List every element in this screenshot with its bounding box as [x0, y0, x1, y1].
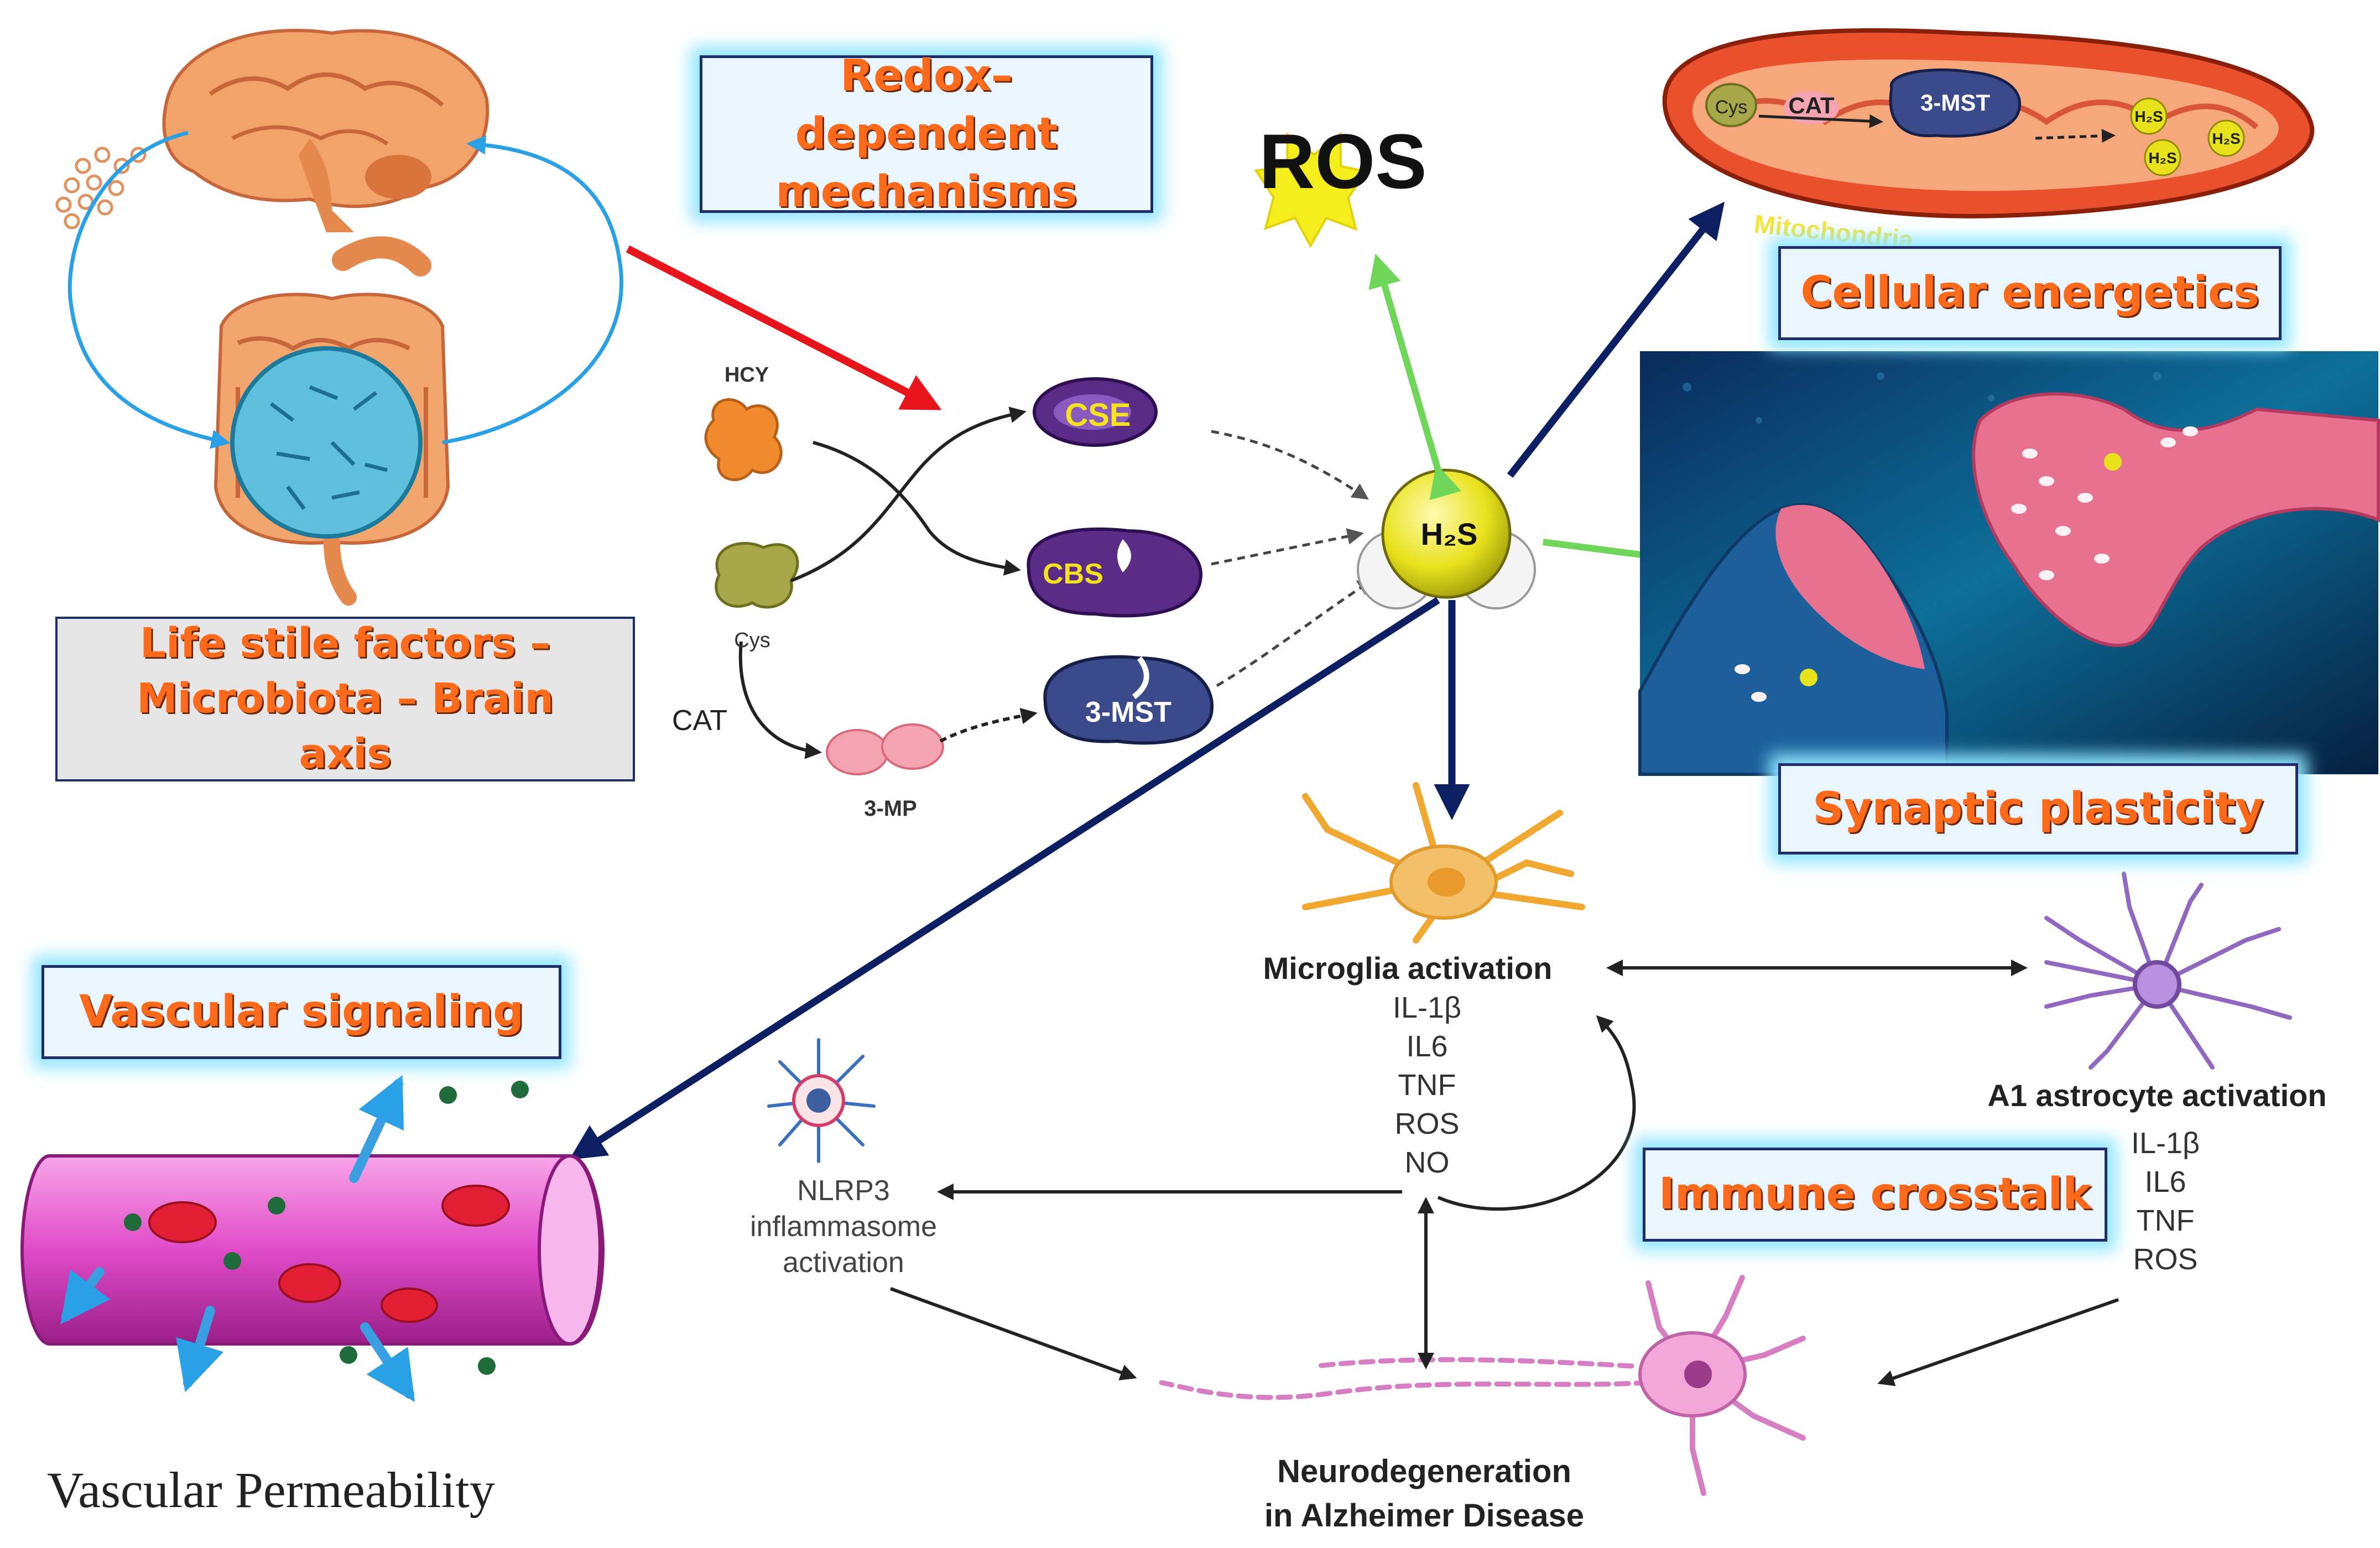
mito-h2s-label: H₂S — [2212, 130, 2240, 147]
microglia-title: Microglia activation — [1263, 951, 1553, 986]
mst-enzyme — [1043, 655, 1214, 745]
vascular-label: Vascular signaling — [79, 987, 524, 1037]
navy-arrow-mitochondria — [1507, 201, 1725, 478]
mito-cat-label: CAT — [1788, 92, 1835, 118]
astrocyte-marker: TNF — [2137, 1204, 2195, 1237]
astrocyte-marker: IL-1β — [2131, 1127, 2200, 1160]
h2s-label: H₂S — [1421, 517, 1478, 551]
neuro-line: in Alzheimer Disease — [1264, 1498, 1584, 1534]
redox-label: Redox–dependent mechanisms — [775, 50, 1077, 217]
mito-h2s-label: H₂S — [2134, 108, 2163, 125]
ros-burst — [1254, 132, 1368, 248]
cbs-label: CBS — [1043, 558, 1103, 590]
enzyme-to-h2s-dashed — [1211, 430, 1375, 687]
neuro-line: Neurodegeneration — [1277, 1453, 1571, 1489]
cse-label: CSE — [1065, 397, 1131, 433]
ros-burst-label: ROS — [1259, 118, 1426, 205]
mp-molecule — [826, 723, 944, 775]
vascular-permeability-label: Vascular Permeability — [47, 1462, 495, 1518]
microglia-marker: TNF — [1398, 1069, 1456, 1102]
microglia-marker: IL-1β — [1393, 991, 1461, 1024]
nlrp3-illustration — [767, 1038, 876, 1163]
synaptic-label-box: Synaptic plasticity — [1778, 763, 2298, 854]
lifestyle-label-box: Life stile factors – Microbiota – Brain … — [55, 617, 635, 781]
mito-mst-label: 3-MST — [1920, 90, 1990, 116]
h2s-molecule — [1357, 468, 1536, 609]
astrocyte-title: A1 astrocyte activation — [1987, 1078, 2326, 1113]
cys-molecule — [715, 541, 799, 609]
gut-illustration — [213, 236, 450, 606]
mito-cys-label: Cys — [1715, 97, 1748, 118]
synapse-illustration — [1638, 351, 2380, 776]
mito-h2s-label: H₂S — [2148, 149, 2176, 166]
green-arrow-ros — [1368, 253, 1462, 501]
cys-label: Cys — [734, 629, 770, 652]
hcy-label: HCY — [725, 363, 769, 387]
synaptic-label: Synaptic plasticity — [1813, 783, 2264, 833]
cat-label: CAT — [672, 705, 727, 737]
microglia-marker: IL6 — [1406, 1030, 1447, 1063]
microglia-marker: NO — [1405, 1146, 1450, 1179]
cellular-label-box: Cellular energetics — [1778, 246, 2282, 340]
immune-label-box: Immune crosstalk — [1643, 1148, 2107, 1242]
astrocyte-cell — [2044, 872, 2292, 1070]
vessel-illustration — [20, 1075, 605, 1402]
red-arrow-lifestyle-to-pathway — [626, 245, 942, 410]
cellular-label: Cellular energetics — [1800, 268, 2259, 318]
cbs-enzyme — [1027, 527, 1203, 618]
lifestyle-label: Life stile factors – Microbiota – Brain … — [136, 619, 554, 778]
nlrp3-line: NLRP3 — [797, 1175, 890, 1207]
hcy-molecule — [704, 398, 783, 481]
neuron-illustration — [1159, 1275, 1806, 1496]
mitochondria-illustration — [1662, 28, 2315, 218]
mp-label: 3-MP — [864, 796, 917, 821]
microglia-cell — [1302, 782, 1585, 944]
nlrp3-line: inflammasome — [750, 1211, 937, 1243]
brain-illustration — [162, 29, 489, 232]
inflammation-arrows — [889, 960, 2119, 1387]
redox-label-box: Redox–dependent mechanisms — [700, 51, 1153, 217]
cse-enzyme — [1033, 377, 1158, 447]
astrocyte-marker: ROS — [2133, 1243, 2197, 1276]
nlrp3-line: activation — [783, 1247, 904, 1279]
immune-label: Immune crosstalk — [1658, 1169, 2092, 1219]
particle-dots — [55, 147, 147, 230]
gut-brain-loop — [67, 131, 623, 449]
vascular-label-box: Vascular signaling — [41, 965, 561, 1059]
navy-arrow-vascular — [569, 597, 1440, 1160]
microglia-marker: ROS — [1394, 1107, 1459, 1140]
astrocyte-marker: IL6 — [2144, 1165, 2186, 1198]
pathway-arrows — [738, 406, 1038, 759]
mst-label: 3-MST — [1085, 696, 1171, 728]
